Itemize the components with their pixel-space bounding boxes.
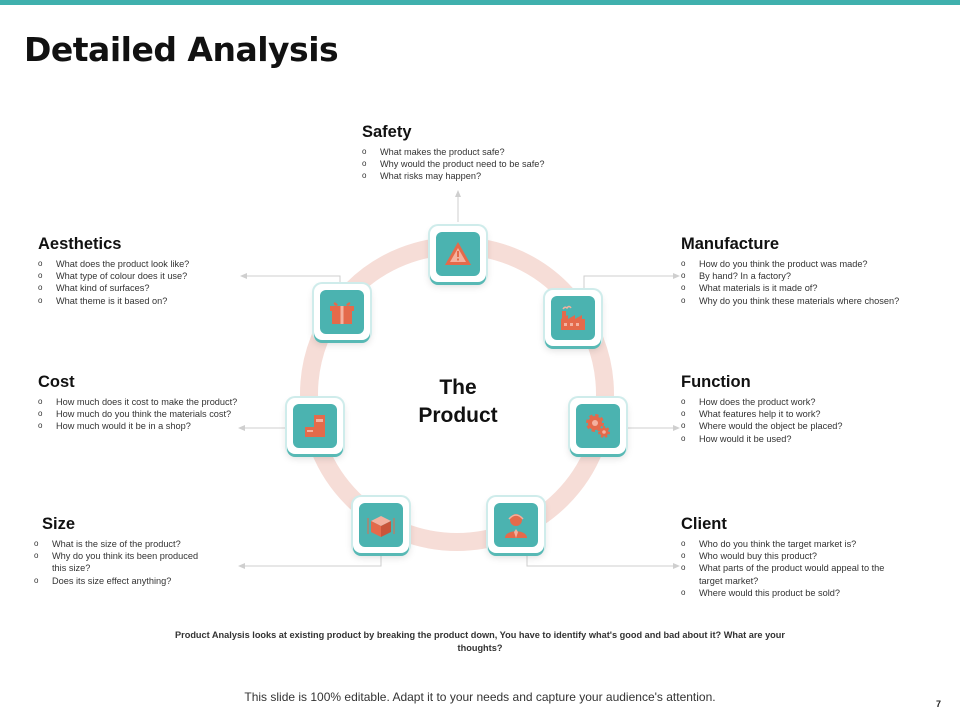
list-item: Why do you think its been produced this … [34,550,202,574]
list-item: Who would buy this product? [681,550,921,562]
page-title: Detailed Analysis [24,30,339,69]
list-item: Where would the object be placed? [681,420,936,432]
size-title: Size [42,515,76,533]
client-section: Client Who do you think the target marke… [681,515,921,599]
list-item: What makes the product safe? [362,146,622,158]
function-icon-tile [576,404,620,448]
gift-icon [330,302,354,324]
center-label-line2: Product [418,404,498,427]
aesthetics-section: Aesthetics What does the product look li… [38,235,248,307]
list-item: How do you think the product was made? [681,258,936,270]
list-item: Does its size effect anything? [34,575,234,587]
function-section: Function How does the product work? What… [681,373,936,445]
gears-icon [586,414,610,438]
manufacture-list: How do you think the product was made? B… [681,258,936,307]
center-label: The Product [398,374,518,430]
size-section: Size What is the size of the product? Wh… [34,515,234,587]
size-node[interactable] [353,497,409,553]
safety-node[interactable] [430,226,486,282]
cost-list: How much does it cost to make the produc… [38,396,238,433]
list-item: What type of colour does it use? [38,270,248,282]
safety-section: Safety What makes the product safe? Why … [362,123,622,183]
list-item: What theme is it based on? [38,295,248,307]
list-item: Why would the product need to be safe? [362,158,622,170]
cost-section: Cost How much does it cost to make the p… [38,373,238,433]
client-node[interactable] [488,497,544,553]
function-list: How does the product work? What features… [681,396,936,445]
safety-list: What makes the product safe? Why would t… [362,146,622,183]
size-icon-tile [359,503,403,547]
list-item: By hand? In a factory? [681,270,936,282]
page-number: 7 [936,699,942,709]
list-item: How would it be used? [681,433,936,445]
list-item: What kind of surfaces? [38,282,248,294]
client-title: Client [681,515,727,533]
client-icon-tile [494,503,538,547]
list-item: What features help it to work? [681,408,936,420]
safety-icon-tile [436,232,480,276]
list-item: What risks may happen? [362,170,622,182]
blocks-icon [305,415,325,437]
list-item: Who do you think the target market is? [681,538,921,550]
list-item: How does the product work? [681,396,936,408]
aesthetics-icon-tile [320,290,364,334]
cost-title: Cost [38,373,75,391]
safety-title: Safety [362,123,412,141]
size-list: What is the size of the product? Why do … [34,538,234,587]
list-item: How much does it cost to make the produc… [38,396,238,408]
cube-icon [367,516,395,537]
aesthetics-title: Aesthetics [38,235,122,253]
summary-note: Product Analysis looks at existing produ… [175,630,785,653]
manufacture-node[interactable] [545,290,601,346]
list-item: Where would this product be sold? [681,587,921,599]
cost-icon-tile [293,404,337,448]
aesthetics-node[interactable] [314,284,370,340]
manufacture-icon-tile [551,296,595,340]
list-item: How much would it be in a shop? [38,420,238,432]
list-item: Why do you think these materials where c… [681,295,919,307]
factory-icon [561,305,585,330]
list-item: What materials is it made of? [681,282,936,294]
manufacture-section: Manufacture How do you think the product… [681,235,936,307]
function-node[interactable] [570,398,626,454]
cost-node[interactable] [287,398,343,454]
function-title: Function [681,373,751,391]
person-icon [505,514,527,538]
top-accent-bar [0,0,960,5]
warning-icon [445,242,471,265]
list-item: What parts of the product would appeal t… [681,562,889,586]
footer-text: This slide is 100% editable. Adapt it to… [244,690,716,704]
center-label-line1: The [439,376,477,399]
list-item: What is the size of the product? [34,538,234,550]
client-list: Who do you think the target market is? W… [681,538,921,599]
list-item: What does the product look like? [38,258,248,270]
list-item: How much do you think the materials cost… [38,408,238,420]
manufacture-title: Manufacture [681,235,780,253]
aesthetics-list: What does the product look like? What ty… [38,258,248,307]
